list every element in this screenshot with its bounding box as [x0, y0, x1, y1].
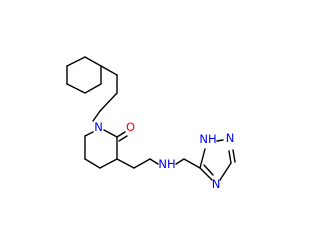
bond	[84, 158, 101, 169]
bond	[99, 92, 118, 112]
atom-label-nh-amine: NH	[158, 157, 175, 171]
atom-label-n-triazole-2: N	[226, 131, 235, 145]
bond	[228, 150, 232, 164]
bond	[100, 65, 118, 76]
atom-label-o-carbonyl: O	[126, 120, 135, 134]
molecule-canvas: N O NH NH N N	[66, 56, 236, 191]
bond	[149, 158, 159, 165]
bond	[219, 162, 232, 181]
bond	[199, 167, 213, 181]
bond	[84, 56, 102, 67]
bond	[203, 164, 214, 176]
bond	[92, 110, 101, 122]
bond	[175, 158, 185, 165]
bond	[183, 158, 201, 169]
bond	[199, 148, 206, 169]
bond	[66, 56, 86, 67]
atom-label-n-lactam: N	[94, 120, 103, 134]
bond	[216, 139, 224, 142]
bond	[232, 149, 236, 163]
bond	[116, 158, 135, 169]
bond	[99, 158, 118, 169]
bond	[103, 129, 118, 138]
bond	[84, 83, 102, 94]
bond	[118, 135, 128, 142]
atom-label-n-triazole-4: N	[212, 177, 221, 191]
atom-label-nh-triazole: NH	[199, 132, 216, 146]
structure-diagram: N O NH NH N N	[66, 56, 236, 191]
bond	[66, 83, 86, 94]
bond	[116, 131, 126, 138]
bond	[133, 158, 151, 169]
bond	[84, 131, 94, 137]
